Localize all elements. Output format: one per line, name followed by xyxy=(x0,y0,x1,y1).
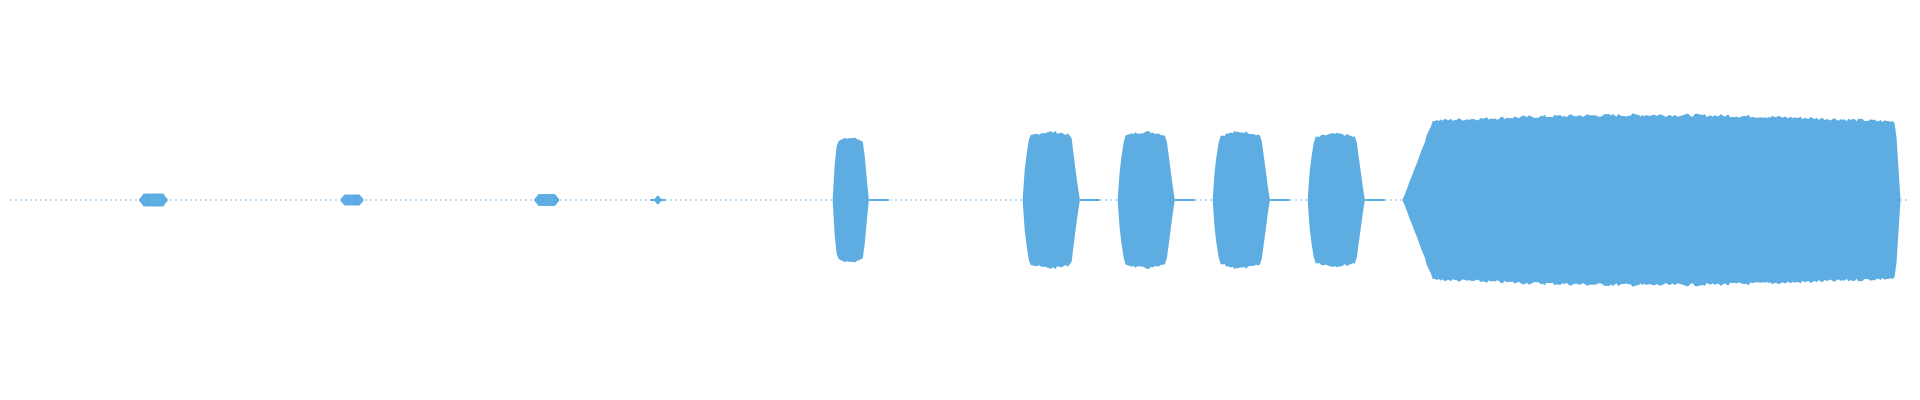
waveform-segment-5 xyxy=(1022,130,1080,270)
waveform-segment-7 xyxy=(1212,131,1270,269)
waveform-segment-9 xyxy=(1402,113,1901,287)
waveform-segment-0 xyxy=(139,193,168,207)
waveform-segment-8 xyxy=(1307,132,1365,268)
waveform-segment-4 xyxy=(832,137,869,263)
waveform-segments xyxy=(139,113,1901,287)
waveform-segment-1 xyxy=(340,194,364,206)
waveform-segment-3 xyxy=(650,195,666,205)
waveform-segment-6 xyxy=(1117,131,1175,269)
waveform-segment-2 xyxy=(534,193,560,207)
